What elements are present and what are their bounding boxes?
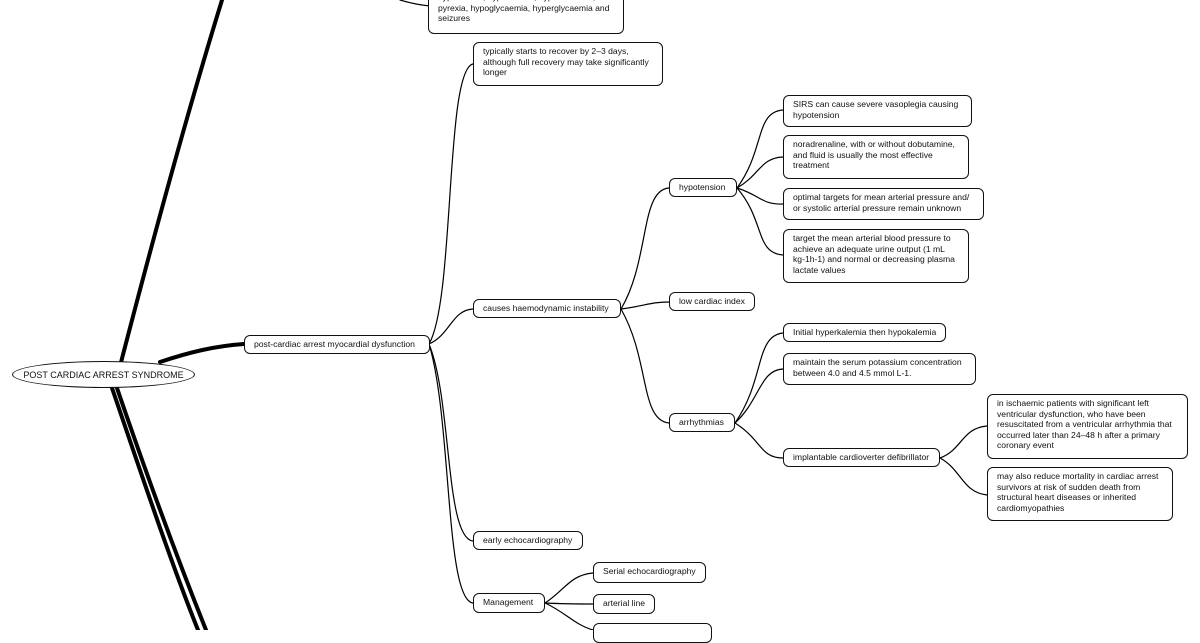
edge-recovery bbox=[428, 63, 474, 345]
node-text-line: lactate values bbox=[793, 264, 846, 275]
node-text-line: occurred later than 24–48 h after a prim… bbox=[997, 429, 1160, 440]
node-text-line: typically starts to recover by 2–3 days, bbox=[483, 46, 629, 56]
node-text-line: target the mean arterial blood pressure … bbox=[793, 233, 951, 243]
edge-serial bbox=[544, 572, 594, 604]
edge-sirs bbox=[736, 109, 784, 189]
node-text-line: hypercarbia, hypoxaemia, hyperoxaemia, bbox=[438, 0, 614, 3]
node-icd-ischaemic[interactable]: in ischaemic patients with significant l… bbox=[987, 394, 1188, 459]
node-noradrenaline[interactable]: noradrenaline, with or without dobutamin… bbox=[783, 135, 969, 179]
node-text-line: between 4.0 and 4.5 mmol L-1. bbox=[793, 367, 912, 378]
node-text-line: structural heart diseases or inherited bbox=[997, 492, 1137, 503]
node-text-line: seizures bbox=[438, 13, 470, 24]
node-serial-echocardiography[interactable]: Serial echocardiography bbox=[593, 562, 706, 583]
node-text-line: arrhythmias bbox=[679, 417, 724, 427]
node-text-line: in ischaemic patients with significant l… bbox=[997, 398, 1149, 408]
trunk-down-2 bbox=[115, 386, 208, 630]
node-arterial-line[interactable]: arterial line bbox=[593, 594, 655, 614]
edge-noradrenaline bbox=[736, 156, 784, 189]
edge-management bbox=[428, 343, 474, 604]
node-sirs[interactable]: SIRS can cause severe vasoplegia causing… bbox=[783, 95, 972, 127]
edge-lowci bbox=[620, 301, 670, 310]
node-text-line: post-cardiac arrest myocardial dysfuncti… bbox=[254, 339, 415, 349]
node-text-line: implantable cardioverter defibrillator bbox=[793, 452, 930, 462]
node-text-line: low cardiac index bbox=[679, 296, 745, 306]
edge-hyperk bbox=[734, 332, 784, 424]
node-management[interactable]: Management bbox=[473, 593, 545, 613]
edge-top bbox=[399, 0, 431, 7]
node-text-line: hypotension bbox=[679, 182, 726, 192]
node-text-line: hypotension bbox=[793, 109, 840, 120]
node-text-line: Serial echocardiography bbox=[603, 566, 696, 576]
node-icd-mortality[interactable]: may also reduce mortality in cardiac arr… bbox=[987, 467, 1173, 521]
trunk-up bbox=[116, 0, 224, 376]
trunk-pcamd bbox=[158, 342, 246, 364]
node-text-line: may also reduce mortality in cardiac arr… bbox=[997, 471, 1159, 481]
root-node[interactable]: POST CARDIAC ARREST SYNDROME bbox=[12, 361, 195, 388]
node-text-line: ventricular dysfunction, who have been bbox=[997, 408, 1146, 419]
node-text-line: achieve an adequate urine output (1 mL bbox=[793, 243, 945, 254]
node-text-line: early echocardiography bbox=[483, 535, 573, 545]
edge-bottom bbox=[544, 602, 594, 630]
node-text-line: resuscitated from a ventricular arrhythm… bbox=[997, 419, 1172, 430]
edge-hypotension bbox=[620, 187, 670, 310]
edge-potassium bbox=[734, 368, 784, 424]
edge-artline bbox=[544, 602, 594, 605]
edge-target bbox=[736, 187, 784, 256]
node-haemodynamic-instability[interactable]: causes haemodynamic instability bbox=[473, 299, 621, 318]
edge-icd-ischaemic bbox=[939, 425, 988, 459]
node-implantable-cardioverter-defibrillator[interactable]: implantable cardioverter defibrillator bbox=[783, 448, 940, 467]
edge-echo bbox=[428, 343, 474, 542]
node-hyperkalemia[interactable]: Initial hyperkalemia then hypokalemia bbox=[783, 323, 946, 342]
node-text-line: although full recovery may take signific… bbox=[483, 56, 649, 67]
node-target-map[interactable]: target the mean arterial blood pressure … bbox=[783, 229, 969, 283]
node-text-line: maintain the serum potassium concentrati… bbox=[793, 357, 962, 367]
node-text-line: kg-1h-1) and normal or decreasing plasma bbox=[793, 254, 955, 265]
node-text-line: and fluid is usually the most effective bbox=[793, 149, 933, 160]
node-top-fragment[interactable]: hypercarbia, hypoxaemia, hyperoxaemia,py… bbox=[428, 0, 624, 34]
node-hypotension[interactable]: hypotension bbox=[669, 178, 737, 197]
mind-map-connectors bbox=[110, 0, 988, 630]
node-bottom-fragment[interactable] bbox=[593, 623, 712, 643]
node-text-line: Initial hyperkalemia then hypokalemia bbox=[793, 327, 937, 337]
edge-instability bbox=[428, 308, 474, 345]
node-text-line: longer bbox=[483, 67, 507, 78]
node-text-line: Management bbox=[483, 597, 534, 607]
node-low-cardiac-index[interactable]: low cardiac index bbox=[669, 292, 755, 311]
node-text-line: treatment bbox=[793, 160, 830, 171]
node-text-line: noradrenaline, with or without dobutamin… bbox=[793, 139, 955, 149]
node-text-line: SIRS can cause severe vasoplegia causing bbox=[793, 99, 959, 109]
node-text-line: pyrexia, hypoglycaemia, hyperglycaemia a… bbox=[438, 2, 610, 13]
node-text-line: cardiomyopathies bbox=[997, 502, 1065, 513]
trunk-down-1 bbox=[110, 386, 200, 630]
node-text-line: survivors at risk of sudden death from bbox=[997, 481, 1141, 492]
node-arrhythmias[interactable]: arrhythmias bbox=[669, 413, 735, 432]
node-text-line: optimal targets for mean arterial pressu… bbox=[793, 192, 970, 202]
edge-optimal bbox=[736, 187, 784, 205]
node-early-echocardiography[interactable]: early echocardiography bbox=[473, 531, 583, 550]
node-text-line: coronary event bbox=[997, 440, 1054, 451]
node-post-cardiac-arrest-myocardial-dysfunction[interactable]: post-cardiac arrest myocardial dysfuncti… bbox=[244, 335, 430, 354]
node-text-line: causes haemodynamic instability bbox=[483, 303, 609, 313]
root-label: POST CARDIAC ARREST SYNDROME bbox=[23, 369, 184, 380]
node-text-line: arterial line bbox=[603, 598, 646, 608]
node-recovery[interactable]: typically starts to recover by 2–3 days,… bbox=[473, 42, 663, 86]
edge-icd bbox=[734, 422, 784, 459]
edge-arrhythmias bbox=[620, 308, 670, 424]
node-text-line: or systolic arterial pressure remain unk… bbox=[793, 202, 962, 213]
node-serum-potassium[interactable]: maintain the serum potassium concentrati… bbox=[783, 353, 976, 385]
node-optimal-targets[interactable]: optimal targets for mean arterial pressu… bbox=[783, 188, 984, 220]
edge-icd-mortality bbox=[939, 457, 988, 496]
